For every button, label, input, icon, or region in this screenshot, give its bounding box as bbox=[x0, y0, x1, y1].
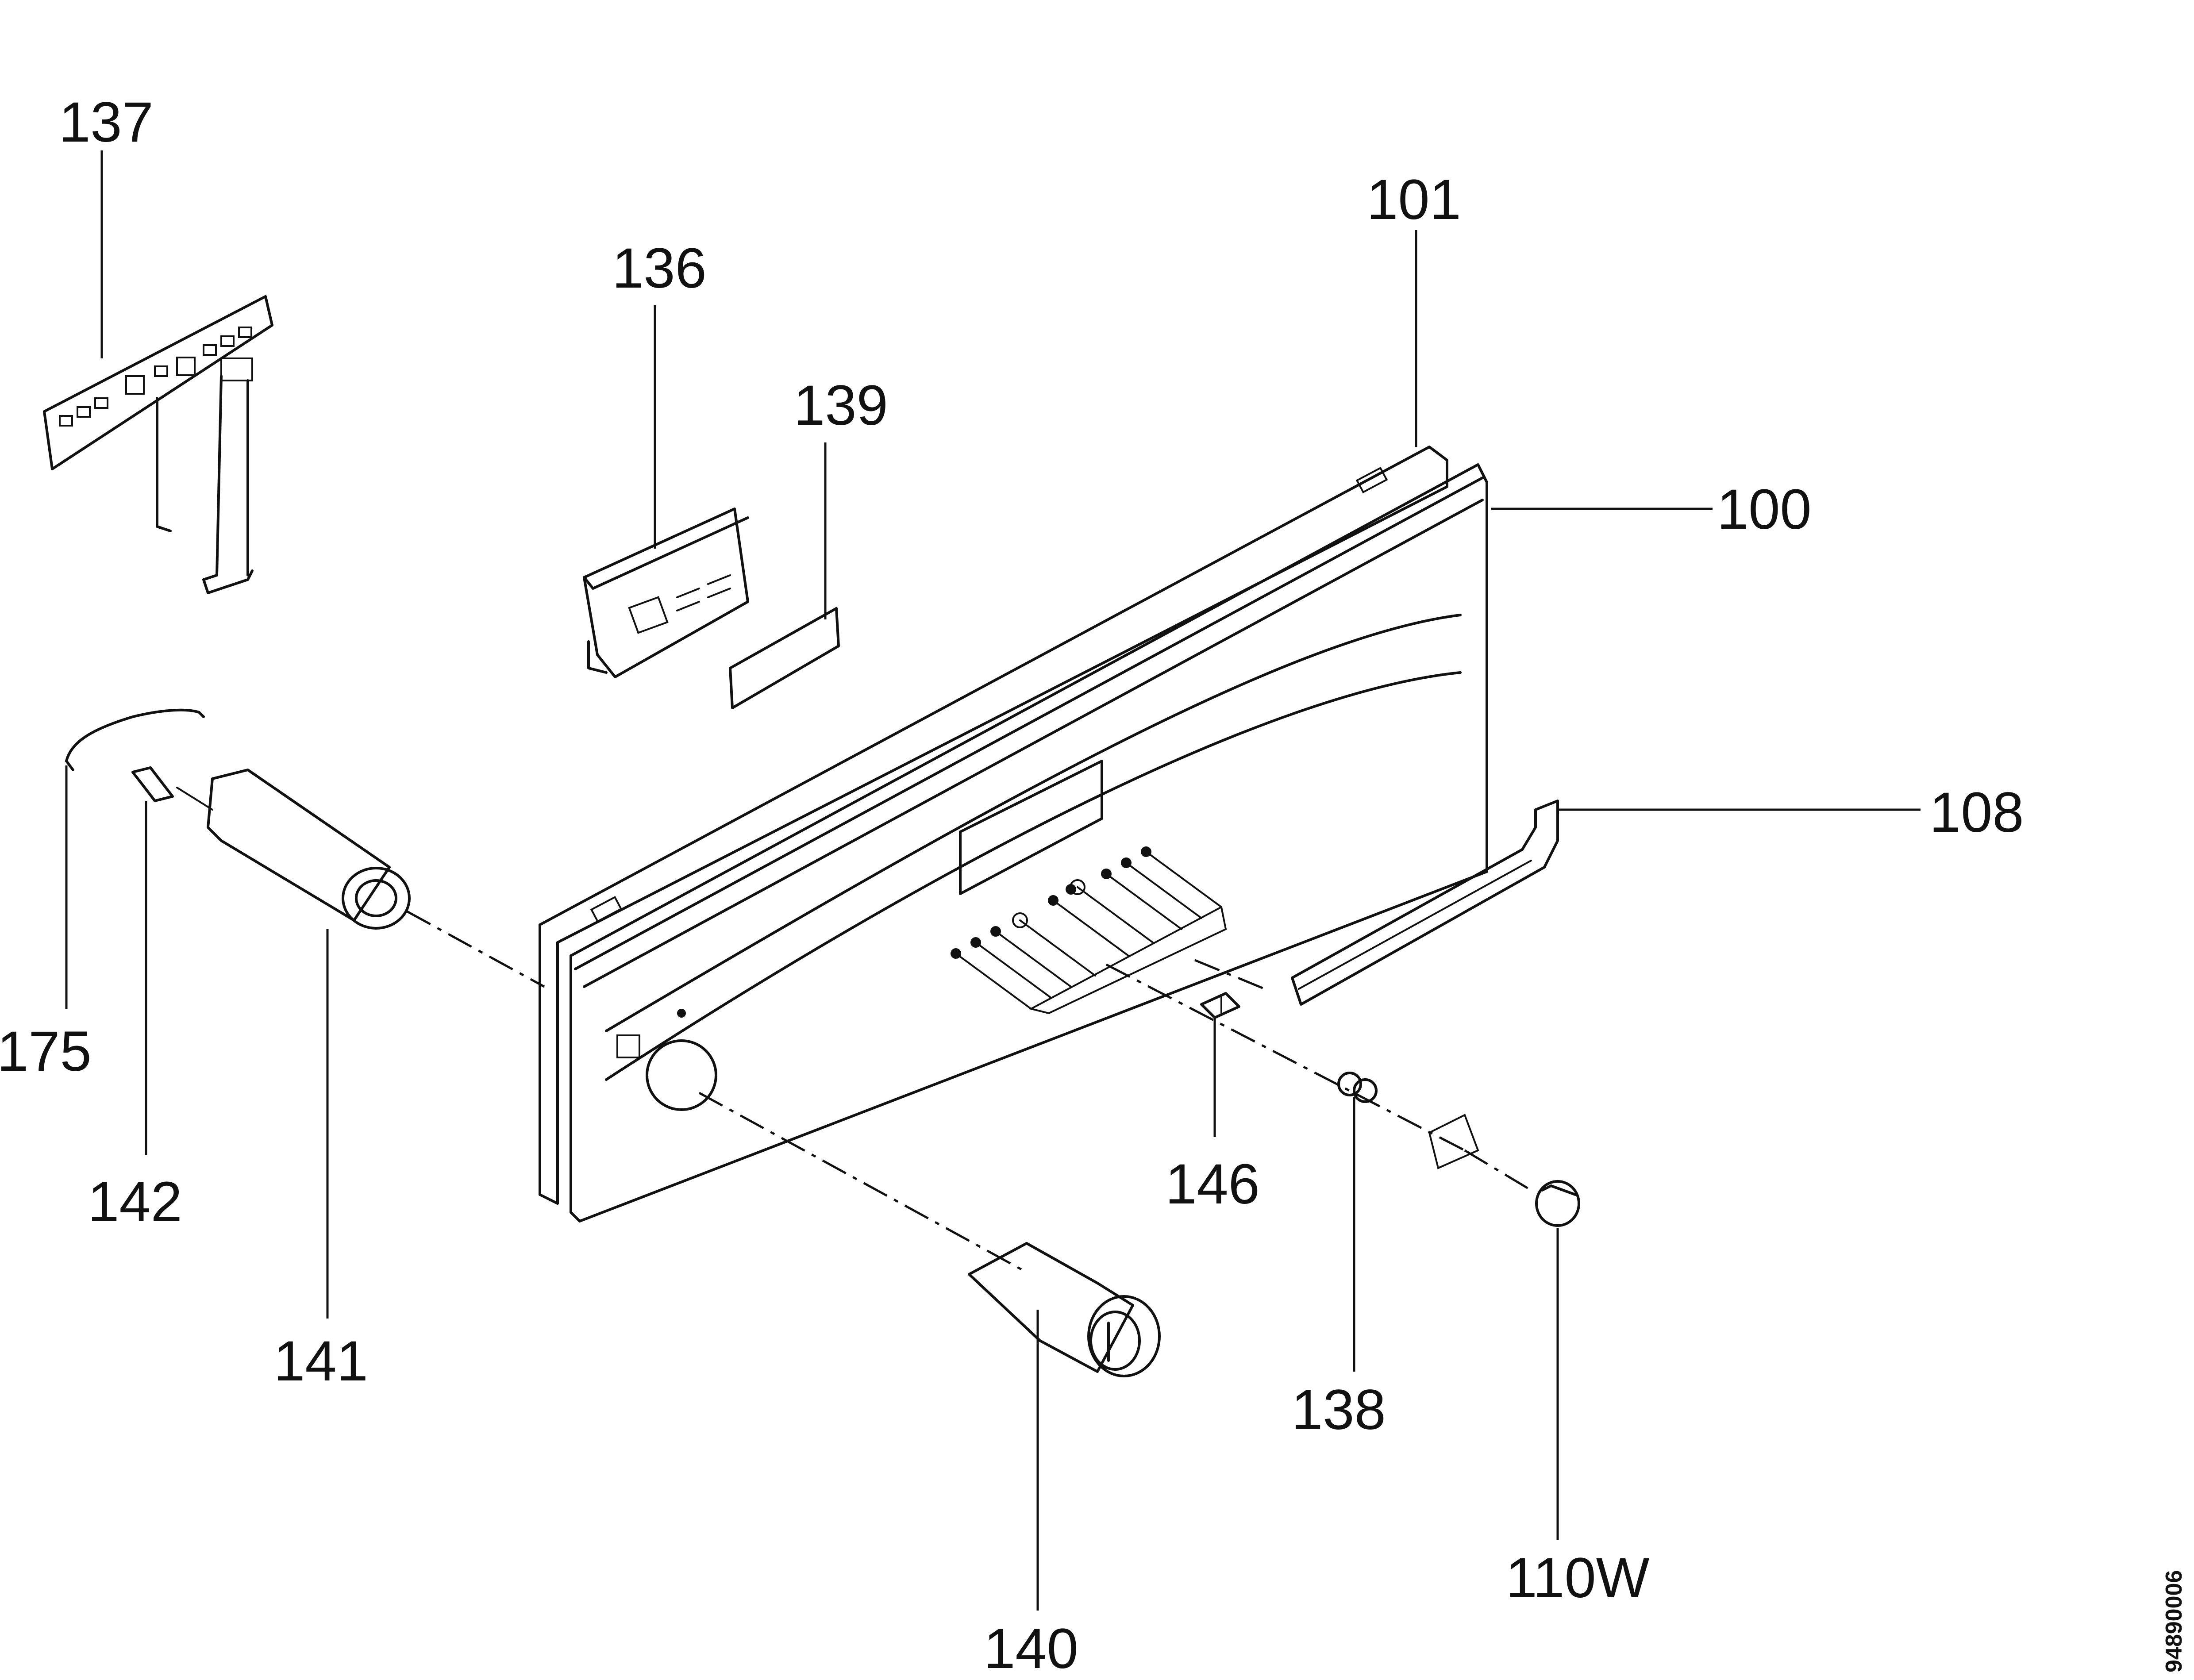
part-137-board-outline bbox=[43, 295, 273, 470]
part-136-segments bbox=[676, 574, 731, 611]
part-141-tube bbox=[207, 769, 391, 922]
part-140-body bbox=[968, 1242, 1134, 1373]
callout-100: 100 bbox=[1717, 478, 1812, 541]
callout-175: 175 bbox=[0, 1020, 92, 1083]
part-138-lamp bbox=[1337, 1072, 1378, 1103]
part-100-inner-edge bbox=[583, 499, 1484, 988]
part-140-cap-inner bbox=[1089, 1311, 1141, 1371]
part-136-lcd bbox=[628, 596, 669, 634]
part-141-end-rim bbox=[342, 867, 411, 930]
button-actuator-frame bbox=[1428, 1114, 1479, 1169]
part-101-frame bbox=[539, 446, 1448, 1205]
part-100-switch-leads bbox=[955, 851, 1222, 1010]
callout-138: 138 bbox=[1291, 1378, 1386, 1442]
part-136-clip bbox=[587, 640, 608, 674]
part-100-curved-strip-upper bbox=[605, 614, 1462, 1032]
part-139-label bbox=[729, 607, 840, 709]
part-146-light-pipe bbox=[1200, 992, 1240, 1019]
part-100-control-panel bbox=[539, 446, 1488, 1223]
part-100-curved-strip bbox=[605, 671, 1462, 1081]
part-136-housing bbox=[583, 507, 749, 678]
axis-switch-to-lamp bbox=[1105, 963, 1466, 1152]
callout-142: 142 bbox=[88, 1170, 182, 1234]
callout-140: 140 bbox=[984, 1617, 1078, 1678]
part-136-display-module bbox=[583, 507, 749, 678]
part-142-pin bbox=[131, 766, 174, 802]
part-140-cap bbox=[1087, 1295, 1161, 1377]
callout-139: 139 bbox=[793, 374, 888, 437]
part-137-wire-right bbox=[202, 375, 254, 594]
part-100-switch-bank bbox=[1028, 905, 1227, 1015]
callout-110w: 110W bbox=[1506, 1546, 1650, 1610]
callout-labels: 137 136 139 101 100 108 175 142 141 146 … bbox=[0, 91, 2024, 1680]
part-100-knob-hole bbox=[646, 1039, 717, 1111]
part-110w-cap-rim bbox=[1541, 1184, 1577, 1196]
part-175-tip bbox=[65, 760, 74, 771]
part-110w-button-cap bbox=[1535, 1180, 1580, 1227]
part-100-top-lip bbox=[574, 477, 1484, 970]
part-141-end-bore bbox=[355, 879, 397, 917]
part-108-rib bbox=[1298, 860, 1532, 990]
part-101-clip-left bbox=[590, 896, 623, 923]
part-175-wire bbox=[65, 708, 205, 762]
axis-to-110w bbox=[1464, 1149, 1532, 1192]
part-137-contacts bbox=[59, 327, 253, 427]
part-136-top-edge bbox=[583, 516, 749, 590]
part-141-shaft-extension bbox=[176, 769, 411, 930]
part-137-wire-left bbox=[156, 397, 172, 532]
part-138-lamp-base bbox=[1337, 1072, 1362, 1096]
part-108-outline bbox=[1291, 800, 1559, 1006]
callout-108: 108 bbox=[1929, 781, 2024, 844]
callout-141: 141 bbox=[273, 1330, 368, 1393]
axis-146 bbox=[1194, 959, 1270, 992]
callout-146: 146 bbox=[1165, 1153, 1260, 1216]
assembly-centerlines bbox=[406, 910, 1532, 1271]
part-100-symbol-icon bbox=[616, 1034, 640, 1058]
axis-141-to-panel bbox=[406, 910, 545, 988]
part-140-rotary-knob bbox=[968, 1242, 1161, 1377]
part-100-display-window bbox=[959, 760, 1103, 895]
part-101-clip-right bbox=[1355, 466, 1388, 494]
callout-136: 136 bbox=[612, 237, 707, 300]
part-110w-cap-face bbox=[1535, 1180, 1580, 1227]
callout-137: 137 bbox=[59, 91, 154, 154]
part-100-button-holes bbox=[951, 846, 1151, 959]
document-number: 94890006 bbox=[2161, 1570, 2187, 1672]
part-146-outline bbox=[1200, 992, 1240, 1019]
leader-lines bbox=[65, 150, 1921, 1611]
part-100-indicator-dot bbox=[677, 1009, 686, 1018]
part-142-pin-outline bbox=[131, 766, 174, 802]
part-108-bracket bbox=[1291, 800, 1559, 1006]
callout-101: 101 bbox=[1366, 168, 1461, 231]
part-138-lamp-bulb bbox=[1353, 1078, 1378, 1103]
part-175-spring-wire bbox=[65, 708, 205, 771]
axis-knob-to-140 bbox=[698, 1092, 1023, 1271]
part-100-fascia-outline bbox=[570, 463, 1488, 1223]
part-141-slot bbox=[176, 787, 213, 811]
part-137-control-board bbox=[43, 295, 273, 594]
